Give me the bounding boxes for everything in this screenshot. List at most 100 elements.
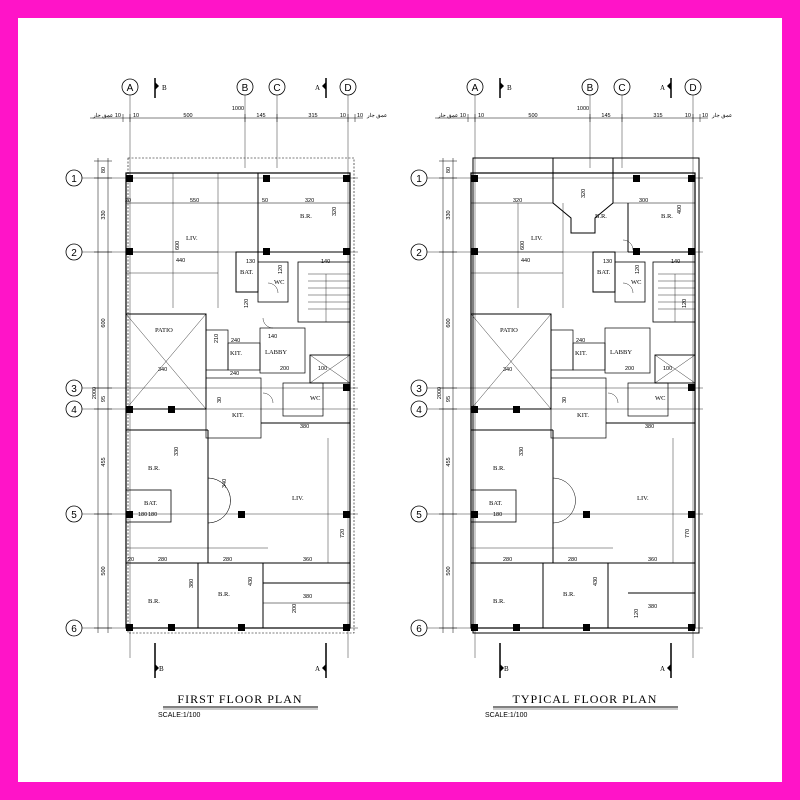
svg-text:430: 430 xyxy=(593,577,599,586)
svg-text:130: 130 xyxy=(603,259,612,265)
svg-text:320: 320 xyxy=(513,198,522,204)
drawing-sheet: A B C D B A xyxy=(18,18,782,782)
side-dim-3: 2000 xyxy=(92,387,98,399)
top-dim-0: 10 xyxy=(115,113,121,119)
axis-label-b: B xyxy=(242,83,249,94)
side-dim-0: 80 xyxy=(101,167,107,173)
ref-text-right: عمق جار xyxy=(711,112,732,119)
svg-text:720: 720 xyxy=(340,529,346,538)
section-mark-top-a: A xyxy=(660,84,665,92)
svg-text:180: 180 xyxy=(148,512,157,518)
svg-text:600: 600 xyxy=(520,241,526,250)
side-dim-5: 455 xyxy=(101,457,107,466)
svg-text:340: 340 xyxy=(158,367,167,373)
svg-text:200: 200 xyxy=(292,604,298,613)
svg-text:770: 770 xyxy=(685,529,691,538)
section-mark-bottom-a: A xyxy=(315,665,320,673)
svg-text:120: 120 xyxy=(244,299,250,308)
room-label: LABBY xyxy=(265,349,287,356)
svg-text:130: 130 xyxy=(246,259,255,265)
svg-text:10: 10 xyxy=(478,113,484,119)
svg-text:360: 360 xyxy=(648,557,657,563)
svg-text:6: 6 xyxy=(416,624,422,635)
svg-text:B.R.: B.R. xyxy=(563,591,575,598)
svg-text:LABBY: LABBY xyxy=(610,349,632,356)
svg-text:600: 600 xyxy=(446,318,452,327)
svg-text:330: 330 xyxy=(174,447,180,456)
svg-text:330: 330 xyxy=(519,447,525,456)
svg-text:140: 140 xyxy=(671,259,680,265)
svg-text:10: 10 xyxy=(460,113,466,119)
svg-text:340: 340 xyxy=(222,479,228,488)
svg-text:BAT.: BAT. xyxy=(489,500,503,507)
svg-text:KIT.: KIT. xyxy=(577,412,589,419)
svg-text:315: 315 xyxy=(653,113,662,119)
typical-floor-plan: A B C D B A xyxy=(410,78,732,719)
svg-text:280: 280 xyxy=(503,557,512,563)
side-dim-2: 600 xyxy=(101,318,107,327)
svg-text:320: 320 xyxy=(332,207,338,216)
svg-text:240: 240 xyxy=(576,338,585,344)
svg-text:500: 500 xyxy=(446,566,452,575)
room-label: BAT. xyxy=(240,269,254,276)
svg-text:145: 145 xyxy=(601,113,610,119)
svg-text:360: 360 xyxy=(303,557,312,563)
svg-text:4: 4 xyxy=(416,405,422,416)
row-label-6: 6 xyxy=(71,624,77,635)
svg-text:180: 180 xyxy=(138,512,147,518)
svg-text:500: 500 xyxy=(528,113,537,119)
svg-text:2: 2 xyxy=(416,248,422,259)
svg-text:20: 20 xyxy=(128,557,134,563)
svg-text:280: 280 xyxy=(223,557,232,563)
svg-text:1: 1 xyxy=(416,174,422,185)
svg-text:240: 240 xyxy=(230,371,239,377)
svg-text:330: 330 xyxy=(446,210,452,219)
svg-text:280: 280 xyxy=(158,557,167,563)
svg-text:10: 10 xyxy=(702,113,708,119)
svg-text:550: 550 xyxy=(190,198,199,204)
svg-text:120: 120 xyxy=(682,299,688,308)
svg-text:LIV.: LIV. xyxy=(637,495,649,502)
svg-text:80: 80 xyxy=(446,167,452,173)
svg-text:10: 10 xyxy=(685,113,691,119)
floor-plans-drawing: A B C D B A xyxy=(65,78,732,719)
svg-text:280: 280 xyxy=(568,557,577,563)
svg-text:210: 210 xyxy=(214,334,220,343)
row-label-5: 5 xyxy=(71,510,77,521)
column-axes: A B C D B A xyxy=(121,78,357,98)
room-label: KIT. xyxy=(230,350,242,357)
svg-text:B.R.: B.R. xyxy=(493,465,505,472)
svg-text:B.R.: B.R. xyxy=(595,213,607,220)
svg-text:5: 5 xyxy=(416,510,422,521)
svg-text:380: 380 xyxy=(645,424,654,430)
plan-title: FIRST FLOOR PLAN xyxy=(177,692,302,706)
axis-label-c: C xyxy=(273,83,280,94)
svg-text:430: 430 xyxy=(248,577,254,586)
axis-label-d: D xyxy=(344,83,351,94)
first-floor-plan: A B C D B A xyxy=(65,78,387,719)
top-dimensions xyxy=(90,114,363,122)
svg-text:100: 100 xyxy=(318,366,327,372)
top-dim-4: 315 xyxy=(308,113,317,119)
svg-text:20: 20 xyxy=(125,198,131,204)
svg-text:BAT.: BAT. xyxy=(597,269,611,276)
svg-text:WC: WC xyxy=(655,395,665,402)
top-dim-2: 500 xyxy=(183,113,192,119)
room-label: B.R. xyxy=(148,598,160,605)
room-label: LIV. xyxy=(186,235,198,242)
room-labels: B.R. LIV. BAT. WC PATIO KIT. LABBY KIT. … xyxy=(144,213,320,605)
svg-text:120: 120 xyxy=(278,265,284,274)
row-label-2: 2 xyxy=(71,248,77,259)
side-dimensions xyxy=(439,158,457,633)
svg-text:380: 380 xyxy=(189,579,195,588)
svg-text:440: 440 xyxy=(521,258,530,264)
top-dim-6: 10 xyxy=(357,113,363,119)
svg-text:50: 50 xyxy=(262,198,268,204)
section-mark-top-b: B xyxy=(507,84,512,92)
room-labels: B.R. B.R. LIV. BAT. WC PATIO KIT. LABBY … xyxy=(489,213,673,605)
svg-text:PATIO: PATIO xyxy=(500,327,518,334)
room-label: LIV. xyxy=(292,495,304,502)
svg-text:3: 3 xyxy=(416,384,422,395)
svg-text:140: 140 xyxy=(321,259,330,265)
top-dim-5: 10 xyxy=(340,113,346,119)
